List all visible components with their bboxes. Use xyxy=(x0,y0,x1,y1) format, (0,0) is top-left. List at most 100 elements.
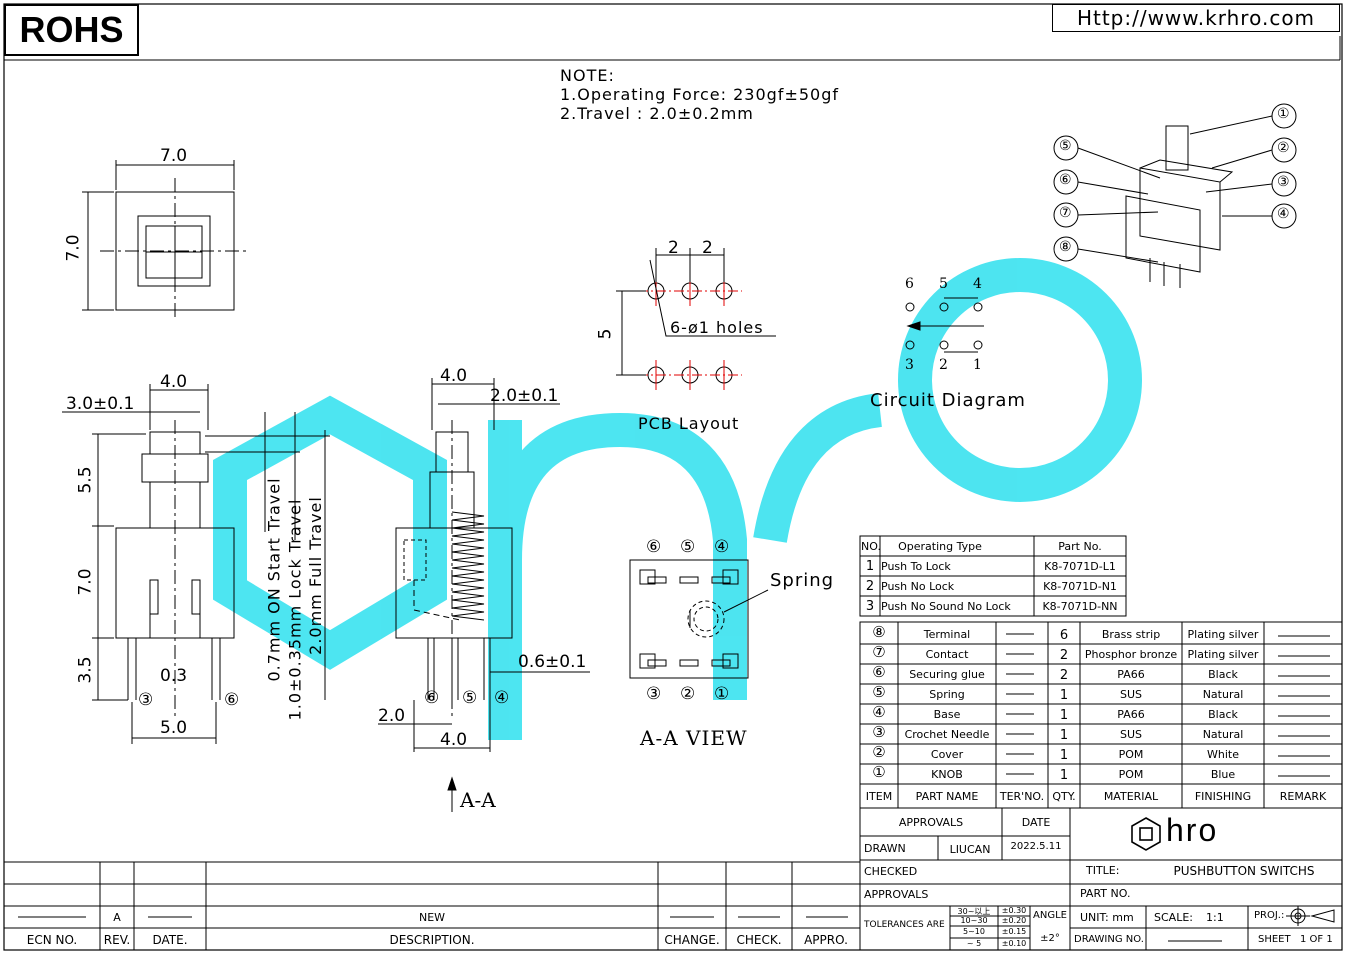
types-row-3-type: Push No Sound No Lock xyxy=(881,600,1011,613)
types-header-type: Operating Type xyxy=(898,540,982,553)
side-pin-dim: 0.3 xyxy=(160,666,188,686)
bom-row-3-material: PA66 xyxy=(1117,668,1145,681)
bom-row-5-part-name: Base xyxy=(933,708,961,721)
sheet-border xyxy=(3,3,1343,951)
tb-tol-value-2: ±0.20 xyxy=(1001,916,1027,925)
circuit-num-5: 5 xyxy=(939,276,948,292)
aa-pin-5: ⑤ xyxy=(680,537,696,557)
tb-proj: PROJ.: xyxy=(1254,910,1285,921)
section-view xyxy=(378,378,590,812)
tb-tol-range-4: ~ 5 xyxy=(966,939,982,948)
rev-header-ecn: ECN NO. xyxy=(26,933,78,947)
bom-row-5-qty: 1 xyxy=(1059,708,1069,723)
bom-row-2-part-name: Contact xyxy=(925,648,969,661)
types-table-grid xyxy=(859,535,1127,617)
circuit-num-3: 3 xyxy=(905,357,914,373)
tb-tolerances-label: TOLERANCES ARE xyxy=(864,920,945,930)
tb-drawn: DRAWN xyxy=(864,842,906,855)
travel-on-start: 0.7mm ON Start Travel xyxy=(264,477,284,682)
tb-title-value: PUSHBUTTON SWITCHS xyxy=(1173,864,1315,878)
callout-7: ⑦ xyxy=(1059,205,1072,221)
pcb-pitch-1: 2 xyxy=(668,238,679,258)
types-row-2-type: Push No Lock xyxy=(881,580,955,593)
bom-row-3-item: ⑥ xyxy=(872,663,886,681)
rev-header-appro: APPRO. xyxy=(804,933,848,947)
tb-date: DATE xyxy=(1021,816,1051,829)
circuit-num-4: 4 xyxy=(973,276,982,292)
bom-row-4-material: SUS xyxy=(1119,688,1143,701)
bom-row-8-item: ① xyxy=(872,763,886,781)
circuit-diagram xyxy=(905,297,984,353)
types-row-3-no: 3 xyxy=(865,599,875,614)
notes-title: NOTE: xyxy=(560,66,615,85)
aa-pin-4: ④ xyxy=(714,537,730,557)
bom-row-8-finishing: Blue xyxy=(1210,768,1236,781)
tb-sheet: SHEET xyxy=(1258,934,1291,945)
aa-pin-3: ③ xyxy=(646,684,662,704)
tb-drawn-date: 2022.5.11 xyxy=(1010,841,1062,852)
section-pin-6: ⑥ xyxy=(424,688,440,708)
bom-header-item: ITEM xyxy=(865,790,893,803)
hro-logo xyxy=(1131,817,1161,851)
tb-sheet-value: 1 OF 1 xyxy=(1300,934,1333,945)
side-view xyxy=(62,384,330,744)
tb-approvals: APPROVALS xyxy=(898,816,964,829)
types-header-no: NO. xyxy=(861,540,881,553)
tb-angle-value: ±2° xyxy=(1040,933,1060,944)
rev-header-rev: REV. xyxy=(103,933,131,947)
aa-pin-6: ⑥ xyxy=(646,537,662,557)
bom-row-6-part-name: Crochet Needle xyxy=(904,728,990,741)
bom-header-qty: QTY. xyxy=(1052,790,1076,803)
callout-1: ① xyxy=(1277,106,1290,122)
callout-6: ⑥ xyxy=(1059,172,1072,188)
tb-tol-value-4: ±0.10 xyxy=(1001,939,1027,948)
callout-2: ② xyxy=(1277,140,1290,156)
bom-row-6-material: SUS xyxy=(1119,728,1143,741)
side-h3-dim: 3.5 xyxy=(75,656,96,684)
pcb-caption: PCB Layout xyxy=(638,414,740,433)
aa-view-caption: A-A VIEW xyxy=(640,726,748,750)
bom-row-3-qty: 2 xyxy=(1059,668,1069,683)
isometric-view xyxy=(1053,103,1297,288)
pcb-layout xyxy=(616,248,776,390)
tb-scale-value: 1:1 xyxy=(1206,911,1224,924)
bom-header-remark: REMARK xyxy=(1279,790,1327,803)
bom-row-4-finishing: Natural xyxy=(1202,688,1244,701)
website-url[interactable]: Http://www.krhro.com xyxy=(1052,4,1340,32)
travel-lock: 1.0±0.35mm Lock Travel xyxy=(285,498,305,721)
side-pin-left: ③ xyxy=(138,690,154,710)
section-left-dim: 2.0 xyxy=(378,706,406,726)
section-mark: A-A xyxy=(460,788,496,812)
notes-line-2: 2.Travel : 2.0±0.2mm xyxy=(560,104,754,123)
bom-row-3-finishing: Black xyxy=(1208,668,1238,681)
types-row-1-no: 1 xyxy=(865,559,875,574)
revision-grid xyxy=(4,861,860,950)
aa-pin-1: ① xyxy=(714,684,730,704)
tb-tol-value-3: ±0.15 xyxy=(1001,927,1027,936)
bom-header-ter-no: TER'NO. xyxy=(999,790,1045,803)
notes-line-1: 1.Operating Force: 230gf±50gf xyxy=(560,85,839,104)
tb-unit: UNIT: mm xyxy=(1080,911,1134,924)
section-pin-4: ④ xyxy=(494,688,510,708)
tb-drawn-by: LIUCAN xyxy=(949,843,991,856)
bom-row-4-qty: 1 xyxy=(1059,688,1069,703)
bom-header-material: MATERIAL xyxy=(1103,790,1159,803)
section-act-dim: 2.0±0.1 xyxy=(490,386,559,406)
bom-row-5-material: PA66 xyxy=(1117,708,1145,721)
side-h1-dim: 5.5 xyxy=(75,466,96,494)
bom-row-1-part-name: Terminal xyxy=(923,628,971,641)
aa-view xyxy=(629,559,769,679)
bom-row-6-item: ③ xyxy=(872,723,886,741)
section-pin-dim: 0.6±0.1 xyxy=(518,652,587,672)
tb-tol-range-2: 10~30 xyxy=(960,916,988,925)
projection-symbol-icon xyxy=(1286,906,1335,926)
callout-5: ⑤ xyxy=(1059,138,1072,154)
callout-4: ④ xyxy=(1277,206,1290,222)
tb-part-no: PART NO. xyxy=(1080,887,1131,900)
tb-title-label: TITLE: xyxy=(1086,864,1120,877)
bom-row-5-item: ④ xyxy=(872,703,886,721)
hro-watermark xyxy=(213,258,1142,740)
tb-approvals-2: APPROVALS xyxy=(864,888,929,901)
tb-angle: ANGLE xyxy=(1033,910,1067,921)
bom-row-7-qty: 1 xyxy=(1059,748,1069,763)
